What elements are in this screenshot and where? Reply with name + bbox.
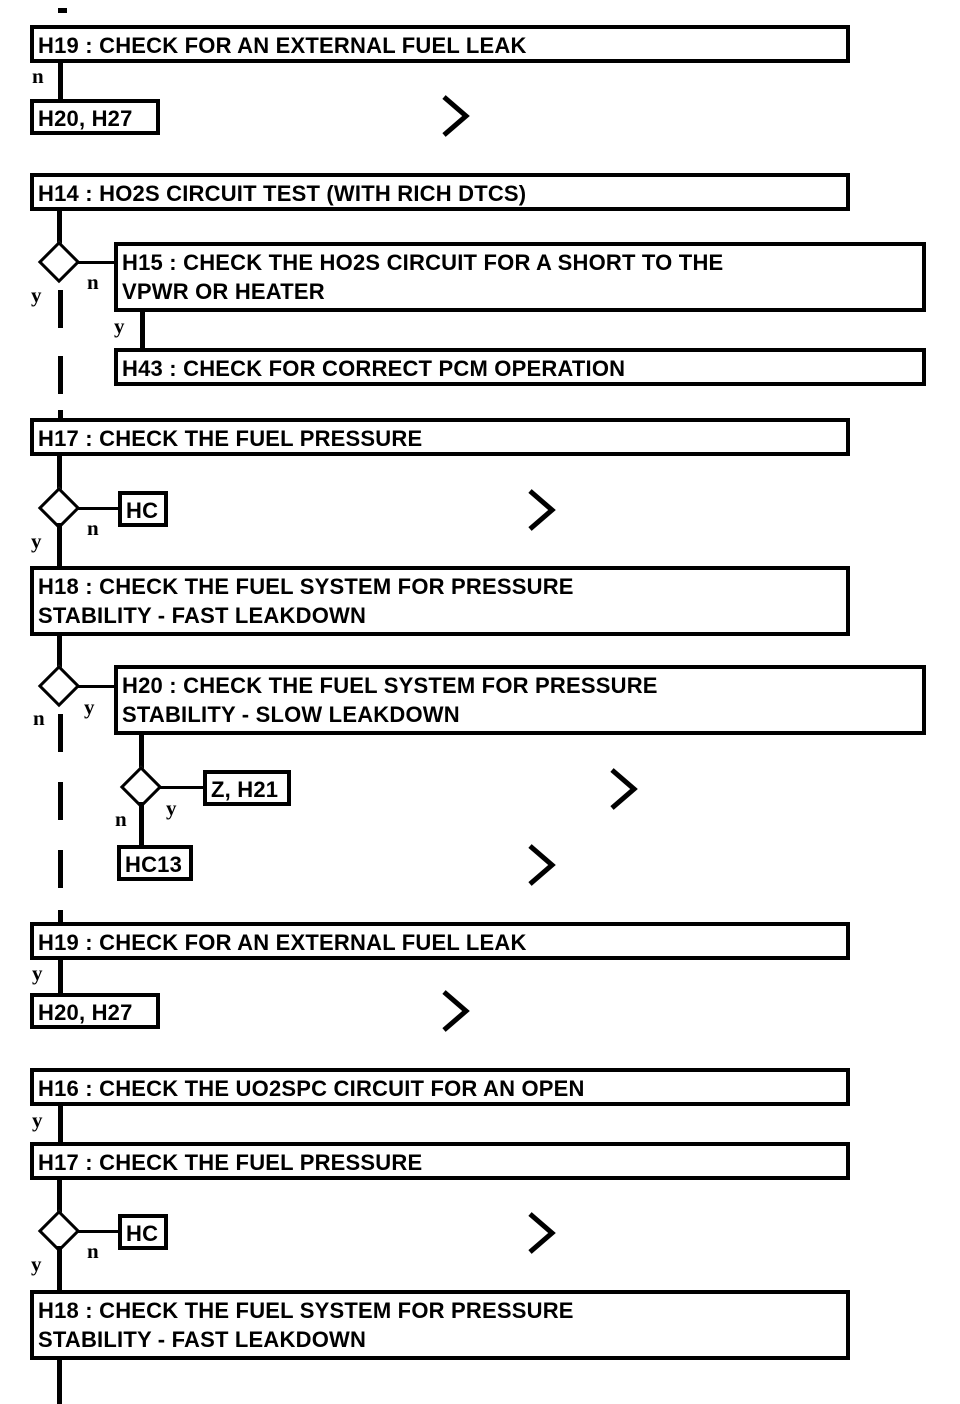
edge-decision-to-z-h21 [158,786,206,789]
edge-decision-y-to-h18-2 [57,1246,62,1290]
node-h19-external-fuel-leak-1[interactable]: H19 : CHECK FOR AN EXTERNAL FUEL LEAK [30,25,850,63]
edge-h20-to-decision-nested [139,735,144,772]
chevron-right-icon-6 [526,1210,560,1256]
node-h14-ho2s-circuit-test[interactable]: H14 : HO2S CIRCUIT TEST (WITH RICH DTCS) [30,173,850,211]
edge-h16-to-h17 [58,1106,63,1142]
edge-h18-to-decision-1 [57,636,62,673]
chevron-right-icon-4 [526,842,560,888]
edge-decision-y-dash-1b [58,356,63,394]
edge-h18-outgoing [57,1360,62,1404]
decision-diamond-1[interactable] [37,240,81,284]
edge-decision-to-h15 [76,261,116,264]
edge-h14-to-decision [57,211,62,247]
decision-diamond-3[interactable] [37,664,81,708]
branch-label-n-6: y [32,961,43,985]
edge-decision-y-to-h18-1 [57,523,62,566]
edge-decision-to-hc-2 [76,1230,120,1233]
node-h20-h27-terminal-1[interactable]: H20, H27 [30,99,160,135]
branch-label-y-4: y [84,695,95,719]
node-h43-correct-pcm-operation[interactable]: H43 : CHECK FOR CORRECT PCM OPERATION [114,348,926,386]
branch-label-n-5: n [115,807,127,831]
branch-label-y-6: y [32,1108,43,1132]
branch-label-n-1: n [32,64,44,88]
incoming-dash-tick [58,8,67,13]
edge-decision-n-dash-2a [58,714,63,752]
node-h15-ho2s-short-vpwr-heater[interactable]: H15 : CHECK THE HO2S CIRCUIT FOR A SHORT… [114,242,926,312]
edge-h19-to-h20h27-1 [58,63,63,99]
edge-decision-to-h20 [76,685,116,688]
node-h18-fast-leakdown-2[interactable]: H18 : CHECK THE FUEL SYSTEM FOR PRESSURE… [30,1290,850,1360]
edge-h15-to-h43 [140,312,145,348]
branch-label-n-3: n [87,516,99,540]
chevron-right-icon-3 [608,766,642,812]
edge-decision-to-hc-1 [76,507,120,510]
edge-decision-n-dash-2d [58,910,63,922]
node-h18-fast-leakdown-1[interactable]: H18 : CHECK THE FUEL SYSTEM FOR PRESSURE… [30,566,850,636]
branch-label-y-1: y [31,283,42,307]
chevron-right-icon-1 [440,93,474,139]
node-h17-check-fuel-pressure-2[interactable]: H17 : CHECK THE FUEL PRESSURE [30,1142,850,1180]
node-z-h21-terminal[interactable]: Z, H21 [203,770,291,806]
chevron-right-icon-2 [526,487,560,533]
branch-label-n-7: n [87,1239,99,1263]
branch-label-y-5: y [166,796,177,820]
edge-h19-to-h20h27-2 [58,960,63,993]
branch-label-n-4: n [33,706,45,730]
chevron-right-icon-5 [440,988,474,1034]
node-h20-slow-leakdown[interactable]: H20 : CHECK THE FUEL SYSTEM FOR PRESSURE… [114,665,926,735]
edge-decision-y-dash-1a [58,290,63,328]
branch-label-y-2: y [114,314,125,338]
edge-decision-y-dash-1c [58,410,63,418]
branch-label-n-2: n [87,270,99,294]
node-h19-external-fuel-leak-2[interactable]: H19 : CHECK FOR AN EXTERNAL FUEL LEAK [30,922,850,960]
node-h20-h27-terminal-2[interactable]: H20, H27 [30,993,160,1029]
node-hc13-terminal[interactable]: HC13 [117,845,193,881]
branch-label-y-3: y [31,529,42,553]
edge-h17-to-decision-1 [57,456,62,493]
node-hc-terminal-1[interactable]: HC [118,491,168,527]
node-hc-terminal-2[interactable]: HC [118,1214,168,1250]
node-h17-check-fuel-pressure-1[interactable]: H17 : CHECK THE FUEL PRESSURE [30,418,850,456]
branch-label-y-7: y [31,1252,42,1276]
edge-decision-to-hc13 [139,802,144,845]
node-h16-uo2spc-circuit-open[interactable]: H16 : CHECK THE UO2SPC CIRCUIT FOR AN OP… [30,1068,850,1106]
edge-decision-n-dash-2c [58,850,63,888]
edge-h17-to-decision-2 [57,1180,62,1216]
edge-decision-n-dash-2b [58,782,63,820]
